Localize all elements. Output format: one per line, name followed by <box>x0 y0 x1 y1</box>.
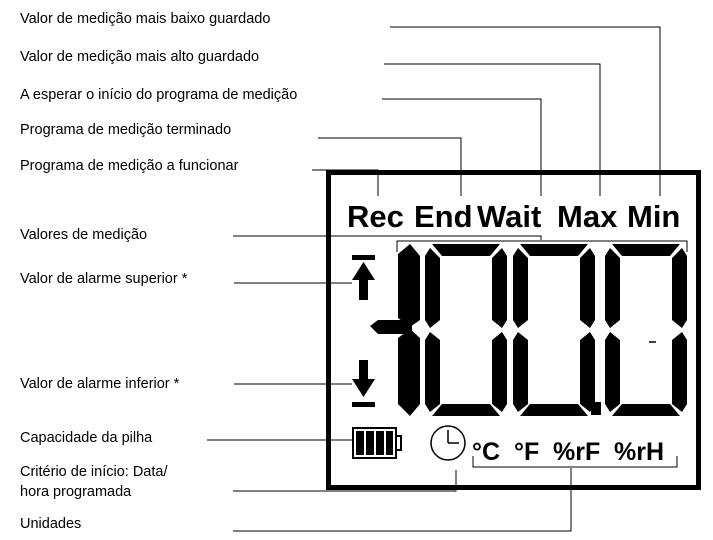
arrow-down-to-bar-icon <box>352 360 375 407</box>
label-start-criterion-2: hora programada <box>20 484 132 500</box>
battery-icon <box>352 427 402 459</box>
unit-rf: %rF <box>553 438 600 466</box>
label-values: Valores de medição <box>20 227 148 243</box>
values-bracket <box>396 240 688 252</box>
min-indicator: Min <box>627 199 680 234</box>
label-battery: Capacidade da pilha <box>20 430 153 446</box>
digit-0-third <box>605 244 687 416</box>
label-end: Programa de medição terminado <box>20 122 232 138</box>
label-units: Unidades <box>20 516 82 532</box>
digit-1 <box>398 244 420 416</box>
max-indicator: Max <box>557 199 618 234</box>
label-wait: A esperar o início do programa de mediçã… <box>20 87 298 103</box>
rec-indicator: Rec <box>347 199 404 234</box>
unit-fahrenheit: °F <box>514 438 539 466</box>
end-indicator: End <box>414 199 473 234</box>
wait-indicator: Wait <box>477 199 541 234</box>
label-lower-alarm: Valor de alarme inferior * <box>20 376 180 392</box>
lcd-frame <box>326 170 701 490</box>
label-min-value: Valor de medição mais baixo guardado <box>20 11 271 27</box>
decimal-point <box>591 402 601 415</box>
clock-icon <box>430 425 466 461</box>
label-start-criterion-1: Critério de início: Data/ <box>20 464 168 480</box>
label-upper-alarm: Valor de alarme superior * <box>20 271 188 287</box>
label-rec: Programa de medição a funcionar <box>20 158 239 174</box>
label-max-value: Valor de medição mais alto guardado <box>20 49 260 65</box>
arrow-up-to-bar-icon <box>352 255 375 300</box>
unit-rh: %rH <box>614 438 664 466</box>
unit-celsius: °C <box>472 438 500 466</box>
leader-lines <box>207 26 661 532</box>
digit-0-first <box>425 244 507 416</box>
minus-segment <box>370 320 412 334</box>
units-bracket <box>472 456 678 468</box>
digit-0-second <box>513 244 595 416</box>
